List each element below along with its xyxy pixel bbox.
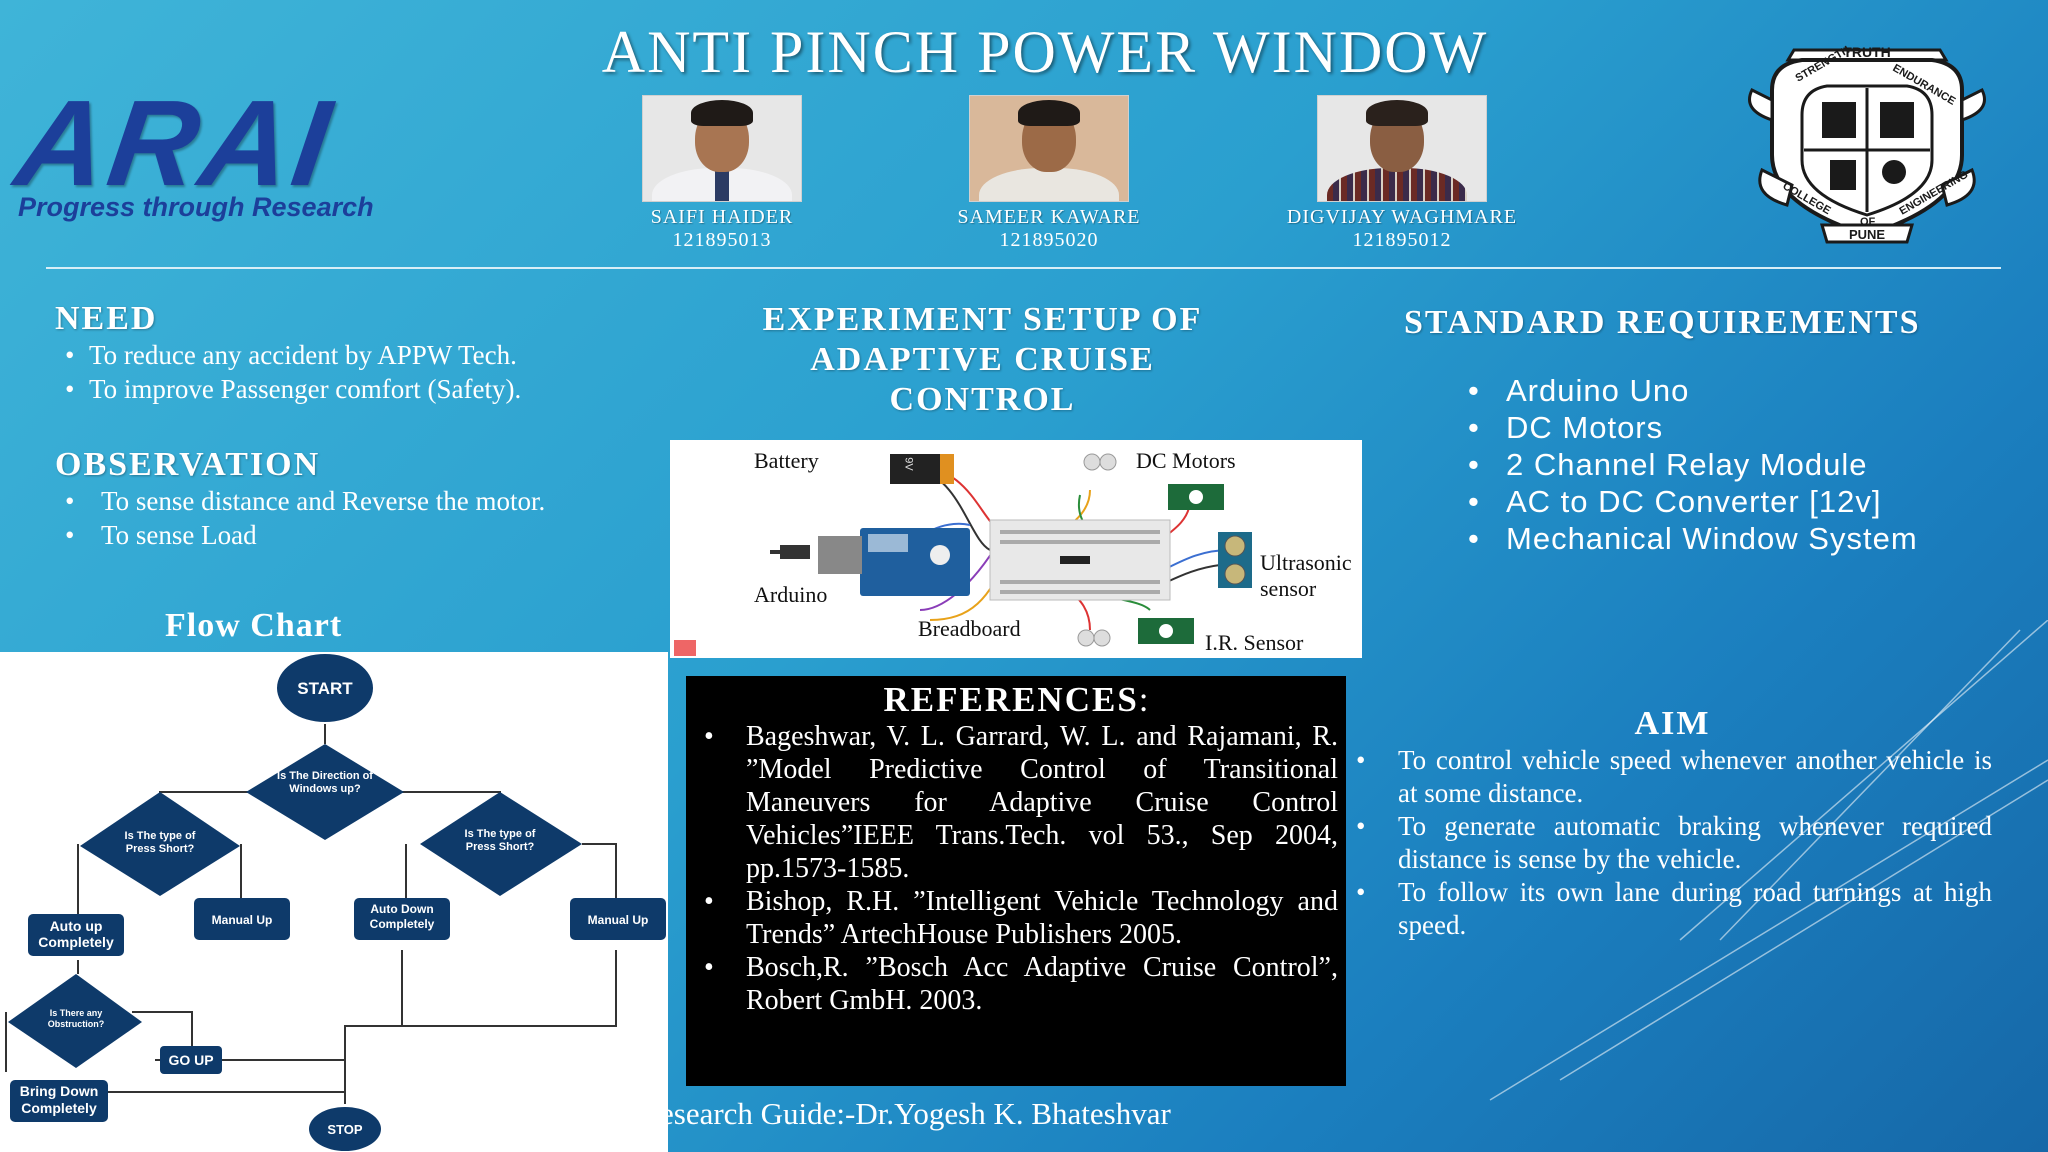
standard-requirements-heading: STANDARD REQUIREMENTS (1404, 304, 1921, 341)
flowchart: START Is The Direction of Windows up? Is… (0, 652, 668, 1152)
flow-start-node (277, 654, 373, 722)
references-panel: REFERENCES: Bageshwar, V. L. Garrard, W.… (686, 676, 1346, 1086)
observation-item: To sense Load (55, 518, 615, 552)
arai-logo-word: ARAI (8, 75, 342, 211)
need-heading: NEED (55, 300, 158, 337)
flow-manual-up-left-label: Manual Up (212, 913, 273, 927)
flow-direction-label: Is The Direction of Windows up? (277, 770, 373, 795)
standard-requirements-list: Arduino Uno DC Motors 2 Channel Relay Mo… (1468, 372, 2028, 557)
aim-item: To generate automatic braking whenever r… (1352, 810, 1992, 876)
label-arduino: Arduino (754, 582, 828, 607)
member-photo (969, 95, 1129, 202)
flow-go-up-label: GO UP (168, 1052, 213, 1068)
flow-bring-down-node (10, 1080, 108, 1122)
flow-manual-up-right-label: Manual Up (588, 913, 649, 927)
label-battery-voltage: 9V (902, 457, 915, 471)
crest-bottom-mid-text: OF (1860, 216, 1876, 228)
flow-manual-up-right-node (570, 898, 666, 940)
arai-logo-tagline: Progress through Research (18, 192, 374, 222)
reference-item: Bishop, R.H. ”Intelligent Vehicle Techno… (696, 885, 1338, 951)
flow-obstruction-label: Is There any Obstruction? (47, 1008, 105, 1029)
poster-title: ANTI PINCH POWER WINDOW (601, 19, 1489, 85)
label-ir-sensor: I.R. Sensor (1205, 630, 1304, 655)
requirement-item: 2 Channel Relay Module (1468, 446, 2028, 483)
flow-manual-up-left-node (194, 898, 290, 940)
member-card: SAIFI HAIDER 121895013 (602, 95, 842, 252)
aim-heading: AIM (1634, 705, 1711, 742)
member-name: DIGVIJAY WAGHMARE (1286, 206, 1518, 228)
college-crest-logo: TRUTH STRENGTH ENDURANCE COLLEGE OF ENGI… (1732, 20, 2002, 250)
member-id: 121895012 (1352, 229, 1452, 251)
research-guide: esearch Guide:-Dr.Yogesh K. Bhateshvar (660, 1096, 1171, 1131)
experiment-heading: EXPERIMENT SETUP OF ADAPTIVE CRUISE CONT… (705, 300, 1260, 420)
label-ultrasonic: Ultrasonic sensor (1260, 550, 1352, 601)
flowchart-title: Flow Chart (165, 607, 343, 644)
flow-auto-down-node (354, 898, 450, 940)
circuit-diagram: Battery 9V DC Motors Arduino Ultrasonic … (670, 440, 1362, 658)
flow-go-up-node (160, 1046, 222, 1074)
reference-item: Bosch,R. ”Bosch Acc Adaptive Cruise Cont… (696, 951, 1338, 1017)
flow-auto-down-label: Auto Down Completely (369, 902, 435, 931)
requirement-item: DC Motors (1468, 409, 2028, 446)
experiment-heading-line: ADAPTIVE CRUISE (810, 341, 1155, 378)
crest-top-text: TRUTH (1843, 44, 1890, 60)
label-breadboard: Breadboard (918, 616, 1021, 641)
member-id: 121895020 (999, 229, 1099, 251)
label-battery: Battery (754, 448, 819, 473)
aim-item: To control vehicle speed whenever anothe… (1352, 744, 1992, 810)
flow-type-right-label: Is The type of Press Short? (464, 828, 536, 853)
member-card: SAMEER KAWARE 121895020 (929, 95, 1169, 252)
flow-obstruction-node (8, 974, 142, 1068)
need-item: To improve Passenger comfort (Safety). (55, 372, 695, 406)
observation-item: To sense distance and Reverse the motor. (55, 484, 615, 518)
experiment-heading-line: CONTROL (889, 381, 1076, 418)
flow-type-left-node (80, 792, 240, 896)
requirement-item: Mechanical Window System (1468, 520, 2028, 557)
member-name: SAMEER KAWARE (957, 206, 1141, 228)
member-id: 121895013 (672, 229, 772, 251)
flow-type-right-node (420, 792, 582, 896)
member-photo (642, 95, 802, 202)
label-dc-motors: DC Motors (1136, 448, 1236, 473)
arai-logo: ARAI Progress through Research (8, 75, 478, 228)
observation-heading: OBSERVATION (55, 446, 321, 483)
flow-auto-up-node (28, 914, 124, 956)
aim-list: To control vehicle speed whenever anothe… (1352, 744, 1992, 942)
member-card: DIGVIJAY WAGHMARE 121895012 (1282, 95, 1522, 252)
crest-base-text: PUNE (1849, 227, 1885, 242)
member-photo (1317, 95, 1487, 202)
header-divider (46, 267, 2001, 269)
reference-item: Bageshwar, V. L. Garrard, W. L. and Raja… (696, 720, 1338, 885)
need-section: NEED To reduce any accident by APPW Tech… (55, 300, 695, 406)
flow-start-label: START (297, 679, 353, 698)
need-item: To reduce any accident by APPW Tech. (55, 338, 695, 372)
experiment-heading-line: EXPERIMENT SETUP OF (762, 301, 1203, 338)
member-name: SAIFI HAIDER (650, 206, 794, 228)
requirement-item: AC to DC Converter [12v] (1468, 483, 2028, 520)
flow-auto-up-label: Auto up Completely (38, 918, 114, 950)
aim-item: To follow its own lane during road turni… (1352, 876, 1992, 942)
observation-section: OBSERVATION To sense distance and Revers… (55, 446, 615, 552)
flow-type-left-label: Is The type of Press Short? (124, 830, 196, 855)
flow-direction-node (246, 744, 404, 840)
flow-stop-node (309, 1107, 381, 1151)
references-heading: REFERENCES: (883, 680, 1151, 719)
flow-bring-down-label: Bring Down Completely (19, 1083, 99, 1116)
flow-stop-label: STOP (327, 1122, 362, 1137)
requirement-item: Arduino Uno (1468, 372, 2028, 409)
